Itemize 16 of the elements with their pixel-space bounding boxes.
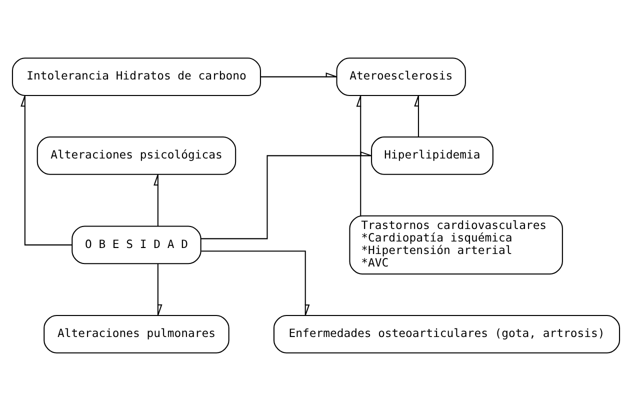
arrow bbox=[20, 94, 72, 245]
arrow bbox=[356, 94, 362, 216]
arrow bbox=[154, 174, 158, 226]
node-box: Trastornos cardiovasculares *Cardiopatía isquémica *Hipertensión arterial *AVC bbox=[349, 214, 563, 274]
node-box: Alteraciones psicológicas bbox=[36, 136, 236, 174]
arrow bbox=[201, 250, 310, 316]
arrow bbox=[157, 263, 162, 316]
arrow bbox=[260, 72, 338, 77]
arrow bbox=[201, 150, 372, 239]
node-box: Alteraciones pulmonares bbox=[44, 314, 230, 353]
node-box: Intolerancia Hidratos de carbono bbox=[12, 57, 261, 96]
node-box: Ateroesclerosis bbox=[336, 57, 466, 96]
node-box: Enfermedades osteoarticulares (gota, artrosis) bbox=[273, 314, 620, 353]
node-box: Hiperlipidemia bbox=[371, 136, 494, 174]
node-box: O B E S I D A D bbox=[72, 225, 202, 264]
arrow bbox=[414, 94, 419, 136]
